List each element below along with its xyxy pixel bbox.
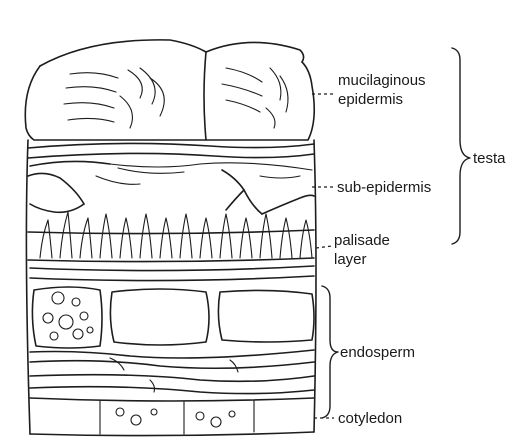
endosperm-cells bbox=[30, 287, 314, 394]
label-layer: layer bbox=[334, 251, 367, 268]
label-palisade: palisade bbox=[334, 232, 390, 249]
label-endosperm: endosperm bbox=[340, 344, 415, 361]
label-testa: testa bbox=[473, 150, 506, 167]
palisade-layer-cells bbox=[28, 212, 314, 281]
label-cotyledon: cotyledon bbox=[338, 410, 402, 427]
left-tissue-edge bbox=[26, 140, 30, 434]
cotyledon-cells bbox=[30, 398, 314, 436]
right-tissue-edge bbox=[314, 140, 316, 432]
testa-brace bbox=[452, 48, 470, 244]
label-sub-epidermis: sub-epidermis bbox=[337, 179, 431, 196]
label-mucilaginous: mucilaginous bbox=[338, 72, 426, 89]
mucilaginous-epidermis-cells bbox=[25, 40, 314, 140]
label-epidermis: epidermis bbox=[338, 91, 403, 108]
leader-palisade-layer bbox=[316, 246, 332, 248]
endosperm-brace bbox=[322, 286, 338, 418]
sub-epidermis-cells bbox=[28, 143, 314, 214]
